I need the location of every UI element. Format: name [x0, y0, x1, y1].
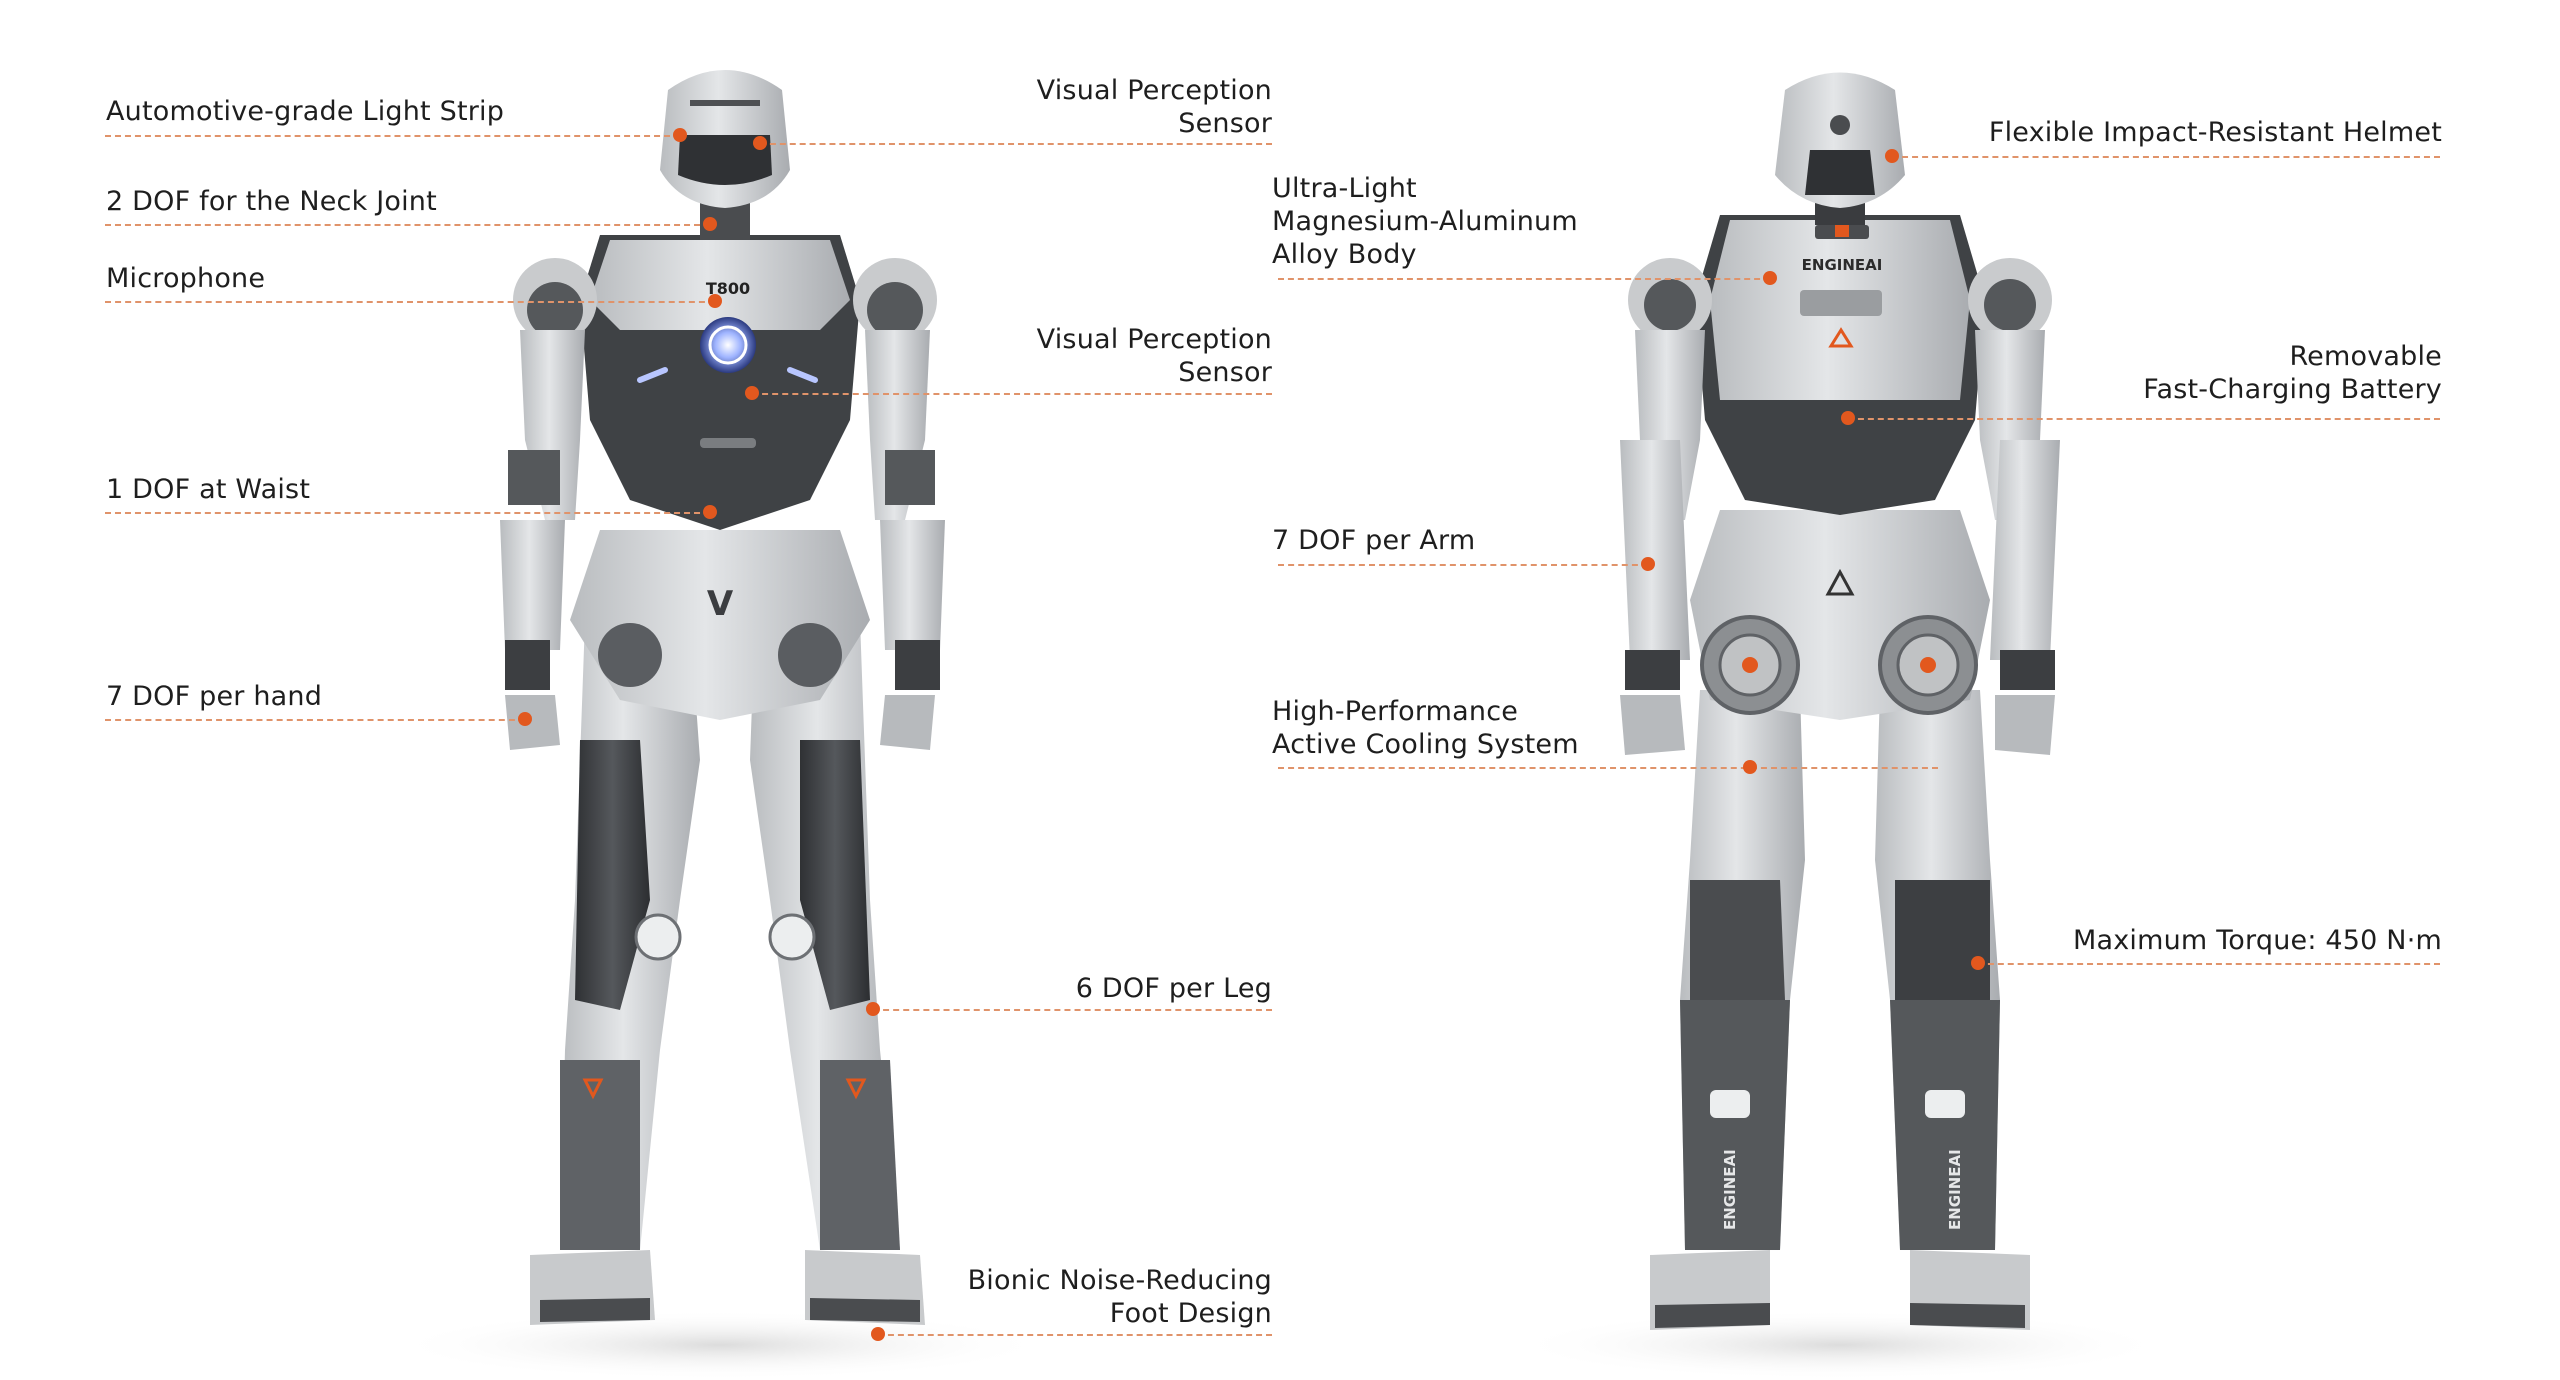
label-neck-joint: 2 DOF for the Neck Joint [106, 186, 437, 217]
dot-visual-sensor-2 [745, 386, 759, 400]
label-visual-sensor-2: Visual Perception Sensor [1036, 324, 1272, 388]
back-right-leg: ENGINEAI [1875, 690, 2030, 1330]
dot-light-strip [673, 128, 687, 142]
front-floor-shadow [390, 1310, 1050, 1380]
leader-line-cooling [1278, 767, 1938, 769]
dot-leg [866, 1002, 880, 1016]
leader-line-visual-sensor-1 [760, 143, 1272, 145]
dot-foot [871, 1327, 885, 1341]
leader-line-visual-sensor-2 [752, 393, 1272, 395]
dot-alloy-body [1763, 271, 1777, 285]
label-torque: Maximum Torque: 450 N·m [2072, 925, 2442, 956]
label-microphone: Microphone [106, 263, 266, 294]
label-visual-sensor-1: Visual Perception Sensor [1036, 75, 1272, 139]
front-right-arm [853, 258, 945, 750]
dot-arm [1641, 557, 1655, 571]
dot-waist [703, 505, 717, 519]
label-light-strip: Automotive-grade Light Strip [106, 96, 505, 127]
front-hip-mark: V [707, 584, 734, 624]
dot-torque [1971, 956, 1985, 970]
leader-line-microphone [105, 301, 715, 303]
label-leg: 6 DOF per Leg [1075, 973, 1272, 1004]
label-hand: 7 DOF per hand [106, 681, 323, 712]
leader-line-leg [873, 1009, 1272, 1011]
back-torso-brand: ENGINEAI [1802, 256, 1883, 274]
back-robot: ENGINEAI ENGINEAI [1510, 72, 2170, 1380]
leader-line-foot [878, 1334, 1272, 1336]
back-left-arm [1620, 258, 1712, 755]
front-left-arm [500, 258, 597, 750]
label-arm: 7 DOF per Arm [1272, 525, 1476, 556]
front-right-leg [750, 620, 925, 1325]
dot-visual-sensor-1 [753, 136, 767, 150]
back-right-arm [1968, 258, 2060, 755]
back-floor-shadow [1510, 1310, 2170, 1380]
leader-line-hand [105, 719, 525, 721]
dot-neck [703, 217, 717, 231]
front-left-leg [530, 620, 700, 1325]
front-pelvis [570, 530, 870, 720]
dot-cooling [1743, 760, 1757, 774]
leader-line-neck [105, 224, 710, 226]
dot-battery [1841, 411, 1855, 425]
leader-line-waist [105, 512, 710, 514]
leader-line-helmet [1892, 156, 2440, 158]
dot-microphone [708, 294, 722, 308]
front-robot: V T800 [390, 70, 1050, 1380]
leader-line-torque [1978, 963, 2440, 965]
back-left-leg-brand: ENGINEAI [1721, 1149, 1739, 1230]
label-helmet: Flexible Impact-Resistant Helmet [1988, 117, 2442, 148]
leader-line-light-strip [105, 135, 680, 137]
dot-hand [518, 712, 532, 726]
back-right-leg-brand: ENGINEAI [1946, 1149, 1964, 1230]
label-waist: 1 DOF at Waist [106, 474, 311, 505]
dot-helmet [1885, 149, 1899, 163]
leader-line-battery [1848, 418, 2440, 420]
label-battery: Removable Fast-Charging Battery [2143, 341, 2442, 405]
leader-line-alloy-body [1278, 278, 1770, 280]
front-chest-brand: T800 [706, 279, 750, 298]
label-cooling: High-Performance Active Cooling System [1272, 696, 1579, 760]
label-foot: Bionic Noise-Reducing Foot Design [967, 1265, 1272, 1329]
label-alloy-body: Ultra-Light Magnesium-Aluminum Alloy Bod… [1272, 173, 1578, 270]
back-left-leg: ENGINEAI [1650, 690, 1805, 1330]
leader-line-arm [1278, 564, 1648, 566]
front-chest-light [700, 317, 756, 373]
